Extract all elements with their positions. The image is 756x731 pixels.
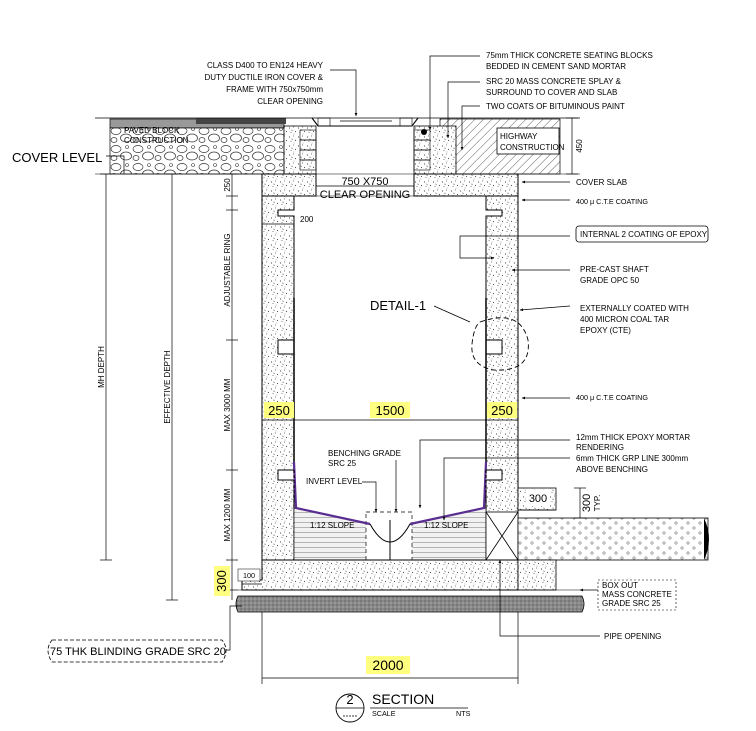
paved-line-1: PAVED BLOCK: [124, 126, 180, 135]
dim-pipe-300: 300: [529, 493, 547, 505]
effective-depth-label: EFFECTIVE DEPTH: [163, 350, 172, 424]
base-slab: [241, 559, 519, 591]
section-title: SECTION: [372, 691, 434, 707]
annotations: CLASS D400 TO EN124 HEAVY DUTY DUCTILE I…: [12, 51, 708, 658]
grp-line-2: ABOVE BENCHING: [576, 465, 648, 474]
highway-line-1: HIGHWAY: [500, 132, 538, 141]
seating-blocks: [283, 125, 457, 175]
cte-bottom-label: 400 μ C.T.E COATING: [576, 393, 648, 402]
precast-line-1: PRE-CAST SHAFT: [580, 265, 649, 274]
precast-line-2: GRADE OPC 50: [580, 276, 640, 285]
splay-line-2: SURROUND TO COVER AND SLAB: [486, 88, 617, 97]
boxout-line-3: GRADE SRC 25: [602, 599, 661, 608]
benching-line-1: BENCHING GRADE: [328, 449, 401, 458]
typ-label: TYP.: [593, 495, 602, 512]
dim-base-300: 300: [214, 570, 229, 592]
cover-slab-label: COVER SLAB: [576, 178, 627, 187]
ext-coat-line-3: EPOXY (CTE): [580, 326, 631, 335]
ext-coat-line-1: EXTERNALLY COATED WITH: [580, 304, 689, 313]
seating-line-2: BEDDED IN CEMENT SAND MORTAR: [486, 62, 626, 71]
internal-epoxy-label: INTERNAL 2 COATING OF EPOXY: [580, 230, 708, 239]
seating-line-1: 75mm THICK CONCRETE SEATING BLOCKS: [486, 51, 653, 60]
benching: [292, 461, 519, 561]
dim-450: 450: [575, 139, 584, 153]
boxout-line-1: BOX OUT: [602, 581, 638, 590]
dim-inner-width: 1500: [376, 403, 405, 418]
right-wall: [485, 195, 519, 561]
dim-100: 100: [243, 571, 255, 580]
dim-200: 200: [300, 215, 314, 224]
cover-spec-line-3: FRAME WITH 750x750mm: [226, 85, 323, 94]
cover-spec-line-4: CLEAR OPENING: [257, 97, 323, 106]
dimension-lines: [100, 117, 586, 684]
paved-line-2: CONSTRUCTION: [124, 136, 189, 145]
detail-marker: [471, 317, 529, 371]
highlights: [214, 402, 517, 674]
clear-opening-size: 750 X750: [341, 176, 388, 188]
highway-line-2: CONSTRUCTION: [500, 143, 565, 152]
max-1200-label: MAX 1200 MM: [223, 488, 232, 541]
ext-coat-line-2: 400 MICRON COAL TAR: [580, 315, 669, 324]
slope-right-label: 1:12 SLOPE: [424, 521, 468, 530]
max-3000-label: MAX 3000 MM: [223, 378, 232, 431]
cover-level-label: COVER LEVEL: [12, 150, 102, 165]
section-number: 2: [346, 692, 353, 707]
benching-line-2: SRC 25: [328, 459, 357, 468]
adjustable-ring-label: ADJUSTABLE RING: [223, 233, 232, 306]
blinding-layer: [235, 595, 585, 613]
invert-level-label: INVERT LEVEL: [306, 477, 363, 486]
leader-lines: [106, 55, 604, 651]
cover-spec-line-1: CLASS D400 TO EN124 HEAVY: [207, 61, 324, 70]
boxout-line-2: MASS CONCRETE: [602, 590, 672, 599]
dim-250-top: 250: [223, 178, 232, 192]
splay-line-1: SRC 20 MASS CONCRETE SPLAY &: [486, 77, 622, 86]
detail-label: DETAIL-1: [370, 298, 426, 313]
mh-depth-label: MH DEPTH: [97, 346, 106, 388]
scale-label: SCALE: [372, 709, 396, 718]
cte-top-label: 400 μ C.T.E COATING: [576, 197, 648, 206]
scale-value: NTS: [456, 709, 471, 718]
pipe-opening-label: PIPE OPENING: [604, 632, 661, 641]
mortar-line-1: 12mm THICK EPOXY MORTAR: [576, 433, 690, 442]
blinding-label: 75 THK BLINDING GRADE SRC 20: [50, 646, 226, 658]
left-wall: [261, 195, 295, 561]
section-title-block: 2 SECTION SCALE NTS: [335, 691, 471, 723]
dim-wall-right: 250: [491, 403, 513, 418]
cover-spec-line-2: DUTY DUCTILE IRON COVER &: [204, 73, 323, 82]
bitumen-label: TWO COATS OF BITUMINOUS PAINT: [486, 102, 625, 111]
box-out: [517, 559, 557, 591]
dim-wall-left: 250: [268, 403, 290, 418]
clear-opening-text: CLEAR OPENING: [320, 189, 410, 201]
dim-pipe-300-vertical: 300: [581, 494, 593, 512]
mortar-line-2: RENDERING: [576, 443, 624, 452]
slope-left-label: 1:12 SLOPE: [310, 521, 354, 530]
cover-frame: [311, 117, 427, 135]
grp-line-1: 6mm THICK GRP LINE 300mm: [576, 454, 689, 463]
dimension-texts: 450 250 200 250 1500 250 300 300 300 100…: [214, 139, 593, 673]
dim-outer-width: 2000: [372, 657, 403, 673]
